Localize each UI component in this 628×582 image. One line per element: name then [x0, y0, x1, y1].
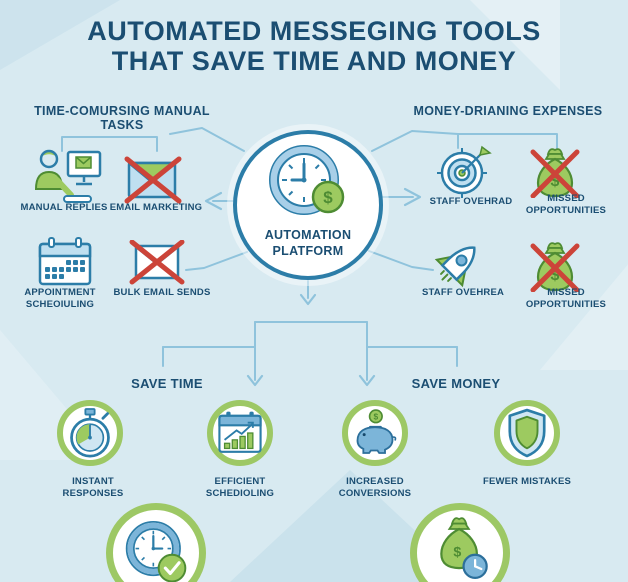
- item-label: INCREASED CONVERSIONS: [338, 476, 412, 500]
- stopwatch-icon: [57, 400, 123, 466]
- calendar-chart-icon: [207, 400, 273, 466]
- rocket-icon: [432, 238, 484, 295]
- save-time-header: SAVE TIME: [131, 376, 203, 391]
- clock-check-icon: [106, 503, 206, 582]
- crossed-moneybag-icon: $: [526, 236, 584, 297]
- item-label: EFFICIENT SCHEDIOLING: [205, 476, 275, 500]
- crossed-moneybag-icon: $: [526, 142, 584, 203]
- item-label: STAFF OVEHREA: [421, 287, 505, 298]
- hub-label-line2: PLATFORM: [272, 244, 344, 259]
- clock-dollar-icon: $: [260, 142, 356, 229]
- item-label: EMAIL MARKETING: [109, 202, 203, 213]
- moneybag-clock-icon: $: [410, 503, 510, 582]
- item-label: STAFF OVEHRAD: [429, 196, 513, 207]
- calendar-icon: [36, 234, 94, 293]
- shield-icon: [494, 400, 560, 466]
- item-label: APPOINTMENT SCHEOIULING: [24, 287, 96, 311]
- svg-text:$: $: [323, 188, 333, 207]
- save-money-header: SAVE MONEY: [411, 376, 501, 391]
- page-title: AUTOMATED MESSEGING TOOLS THAT SAVE TIME…: [0, 16, 628, 76]
- svg-text:$: $: [551, 267, 560, 284]
- piggy-bank-icon: $: [342, 400, 408, 466]
- page-title-line1: AUTOMATED MESSEGING TOOLS: [87, 16, 541, 46]
- page-title-line2: THAT SAVE TIME AND MONEY: [111, 46, 517, 77]
- item-label: INSTANT RESPONSES: [62, 476, 124, 500]
- crossed-envelope-icon: [128, 239, 186, 291]
- crossed-envelope-icon: [122, 156, 184, 211]
- hub-label-line1: AUTOMATION: [264, 228, 352, 242]
- automation-platform-node: $ AUTOMATION PLATFORM: [233, 130, 383, 280]
- item-label: MANUAL REPLIES: [20, 202, 108, 213]
- svg-text:$: $: [453, 545, 461, 561]
- right-section-header: MONEY-DRIANING EXPENSES: [413, 104, 603, 118]
- svg-text:$: $: [374, 412, 379, 422]
- item-label: BULK EMAIL SENDS: [113, 287, 211, 298]
- item-label: MISSED OPPORTUNITIES: [525, 287, 607, 311]
- item-label: MISSED OPPORTUNITIES: [525, 193, 607, 217]
- target-icon: [436, 144, 496, 203]
- left-section-header: TIME-COMURSING MANUAL TASKS: [34, 104, 210, 132]
- person-computer-icon: [30, 146, 106, 211]
- item-label: FEWER MISTAKES: [482, 476, 572, 487]
- svg-text:$: $: [551, 173, 560, 190]
